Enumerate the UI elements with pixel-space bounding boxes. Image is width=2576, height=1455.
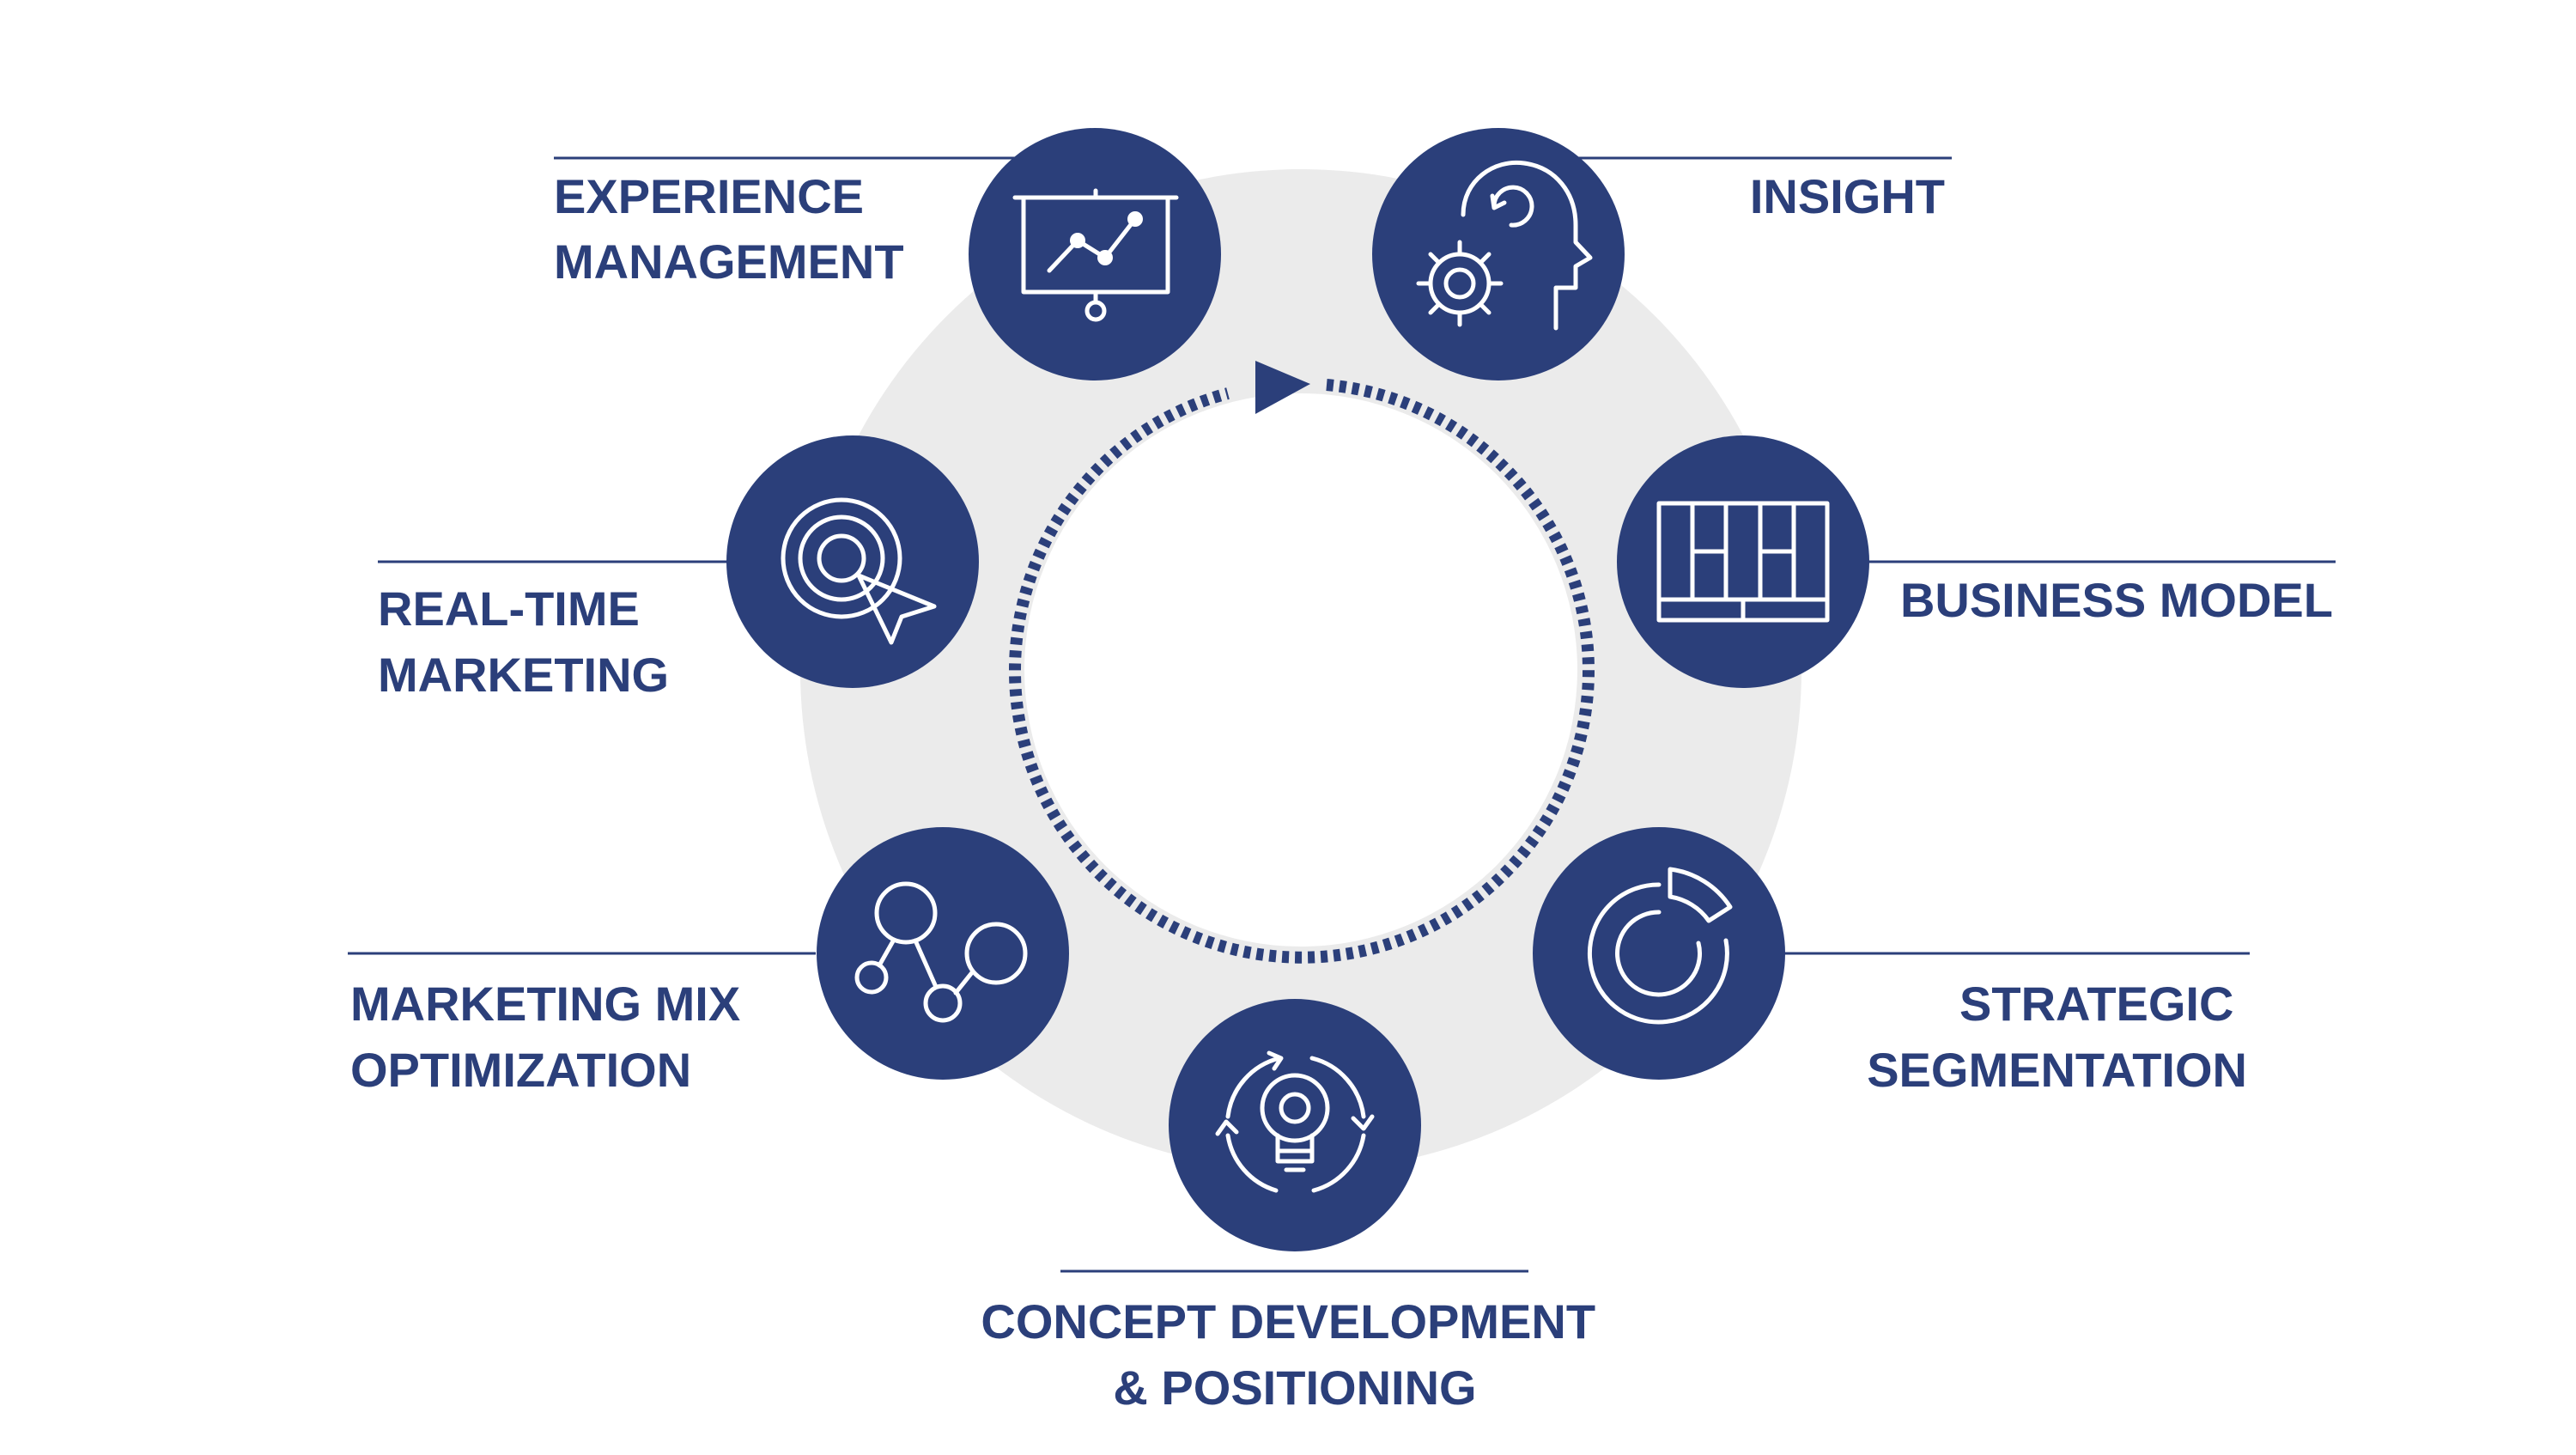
label-insight: INSIGHT <box>1750 169 1945 223</box>
head-gear-refresh-icon <box>1416 160 1593 331</box>
connector-lines <box>348 156 2336 1273</box>
dashed-cycle-path <box>1009 379 1595 964</box>
node-insight <box>1372 128 1625 380</box>
node-concept-development <box>1169 999 1421 1251</box>
label-real-time-marketing: REAL-TIME MARKETING <box>378 581 669 702</box>
presentation-board-chart-icon <box>1012 188 1179 322</box>
business-model-canvas-icon <box>1656 501 1830 623</box>
cycle-arrow <box>1009 361 1595 964</box>
label-marketing-mix: MARKETING MIX OPTIMIZATION <box>350 977 754 1097</box>
step-labels: INSIGHT BUSINESS MODEL STRATEGIC SEGMENT… <box>350 169 2333 1415</box>
lightbulb-cycle-icon <box>1215 1050 1375 1193</box>
node-experience-management <box>969 128 1221 380</box>
label-experience-management: EXPERIENCE MANAGEMENT <box>554 169 904 289</box>
inner-white-disc <box>1024 393 1577 947</box>
label-concept-development: CONCEPT DEVELOPMENT & POSITIONING <box>981 1294 1608 1415</box>
target-cursor-icon <box>781 497 937 645</box>
node-marketing-mix <box>817 827 1069 1080</box>
label-strategic-segmentation: STRATEGIC SEGMENTATION <box>1867 977 2247 1097</box>
node-strategic-segmentation <box>1533 827 1785 1080</box>
node-real-time-marketing <box>726 435 979 688</box>
segmented-donut-chart-icon <box>1587 867 1733 1025</box>
node-business-model <box>1617 435 1869 688</box>
arrow-head-icon <box>1255 361 1310 414</box>
label-business-model: BUSINESS MODEL <box>1900 573 2333 627</box>
connected-circles-icon <box>854 881 1028 1023</box>
